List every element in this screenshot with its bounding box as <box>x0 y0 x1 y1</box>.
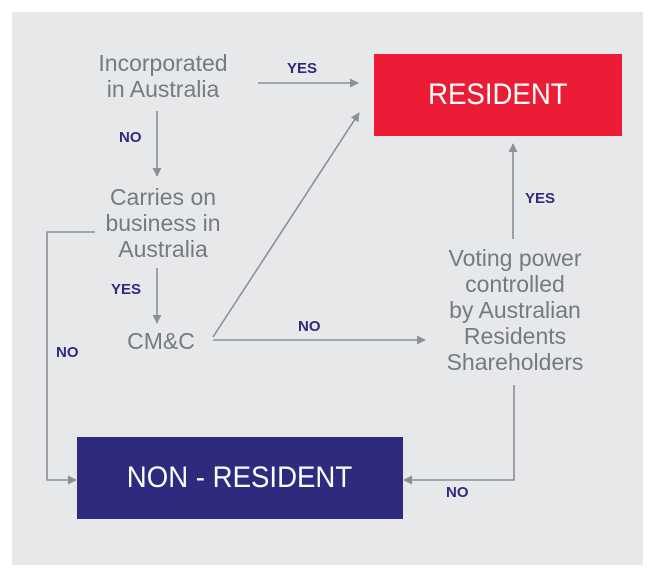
arrow-cmc-to-resident <box>212 112 360 338</box>
carries-line-2: business in <box>105 210 221 236</box>
voting-line-5: Shareholders <box>446 349 584 375</box>
edge-label-incorporated-no: NO <box>119 129 142 146</box>
voting-line-2: controlled <box>465 271 565 297</box>
resident-label: RESIDENT <box>428 78 568 111</box>
incorporated-in-australia-node: Incorporated in Australia <box>83 50 243 102</box>
edge-label-cmc-no: NO <box>298 318 321 335</box>
carries-on-business-node: Carries on business in Australia <box>88 184 238 262</box>
edge-label-incorporated-yes: YES <box>287 60 318 77</box>
carries-line-3: Australia <box>118 236 208 262</box>
edge-label-carries-no: NO <box>56 344 79 361</box>
cmc-node: CM&C <box>127 328 195 354</box>
voting-line-1: Voting power <box>448 245 582 271</box>
arrow-voting-to-nonresident <box>403 385 515 485</box>
resident-box: RESIDENT <box>374 54 622 136</box>
voting-line-4: Residents <box>463 323 567 349</box>
edge-label-voting-no: NO <box>446 484 469 501</box>
non-resident-label: NON - RESIDENT <box>127 461 353 494</box>
edge-label-carries-yes: YES <box>111 281 142 298</box>
arrow-carries-to-nonresident <box>46 231 95 485</box>
incorporated-line-2: in Australia <box>106 76 220 102</box>
voting-line-3: by Australian <box>449 297 581 323</box>
edge-label-voting-yes: YES <box>525 190 556 207</box>
non-resident-box: NON - RESIDENT <box>77 437 403 519</box>
voting-power-node: Voting power controlled by Australian Re… <box>425 245 605 375</box>
incorporated-line-1: Incorporated <box>98 50 228 76</box>
carries-line-1: Carries on <box>109 184 217 210</box>
